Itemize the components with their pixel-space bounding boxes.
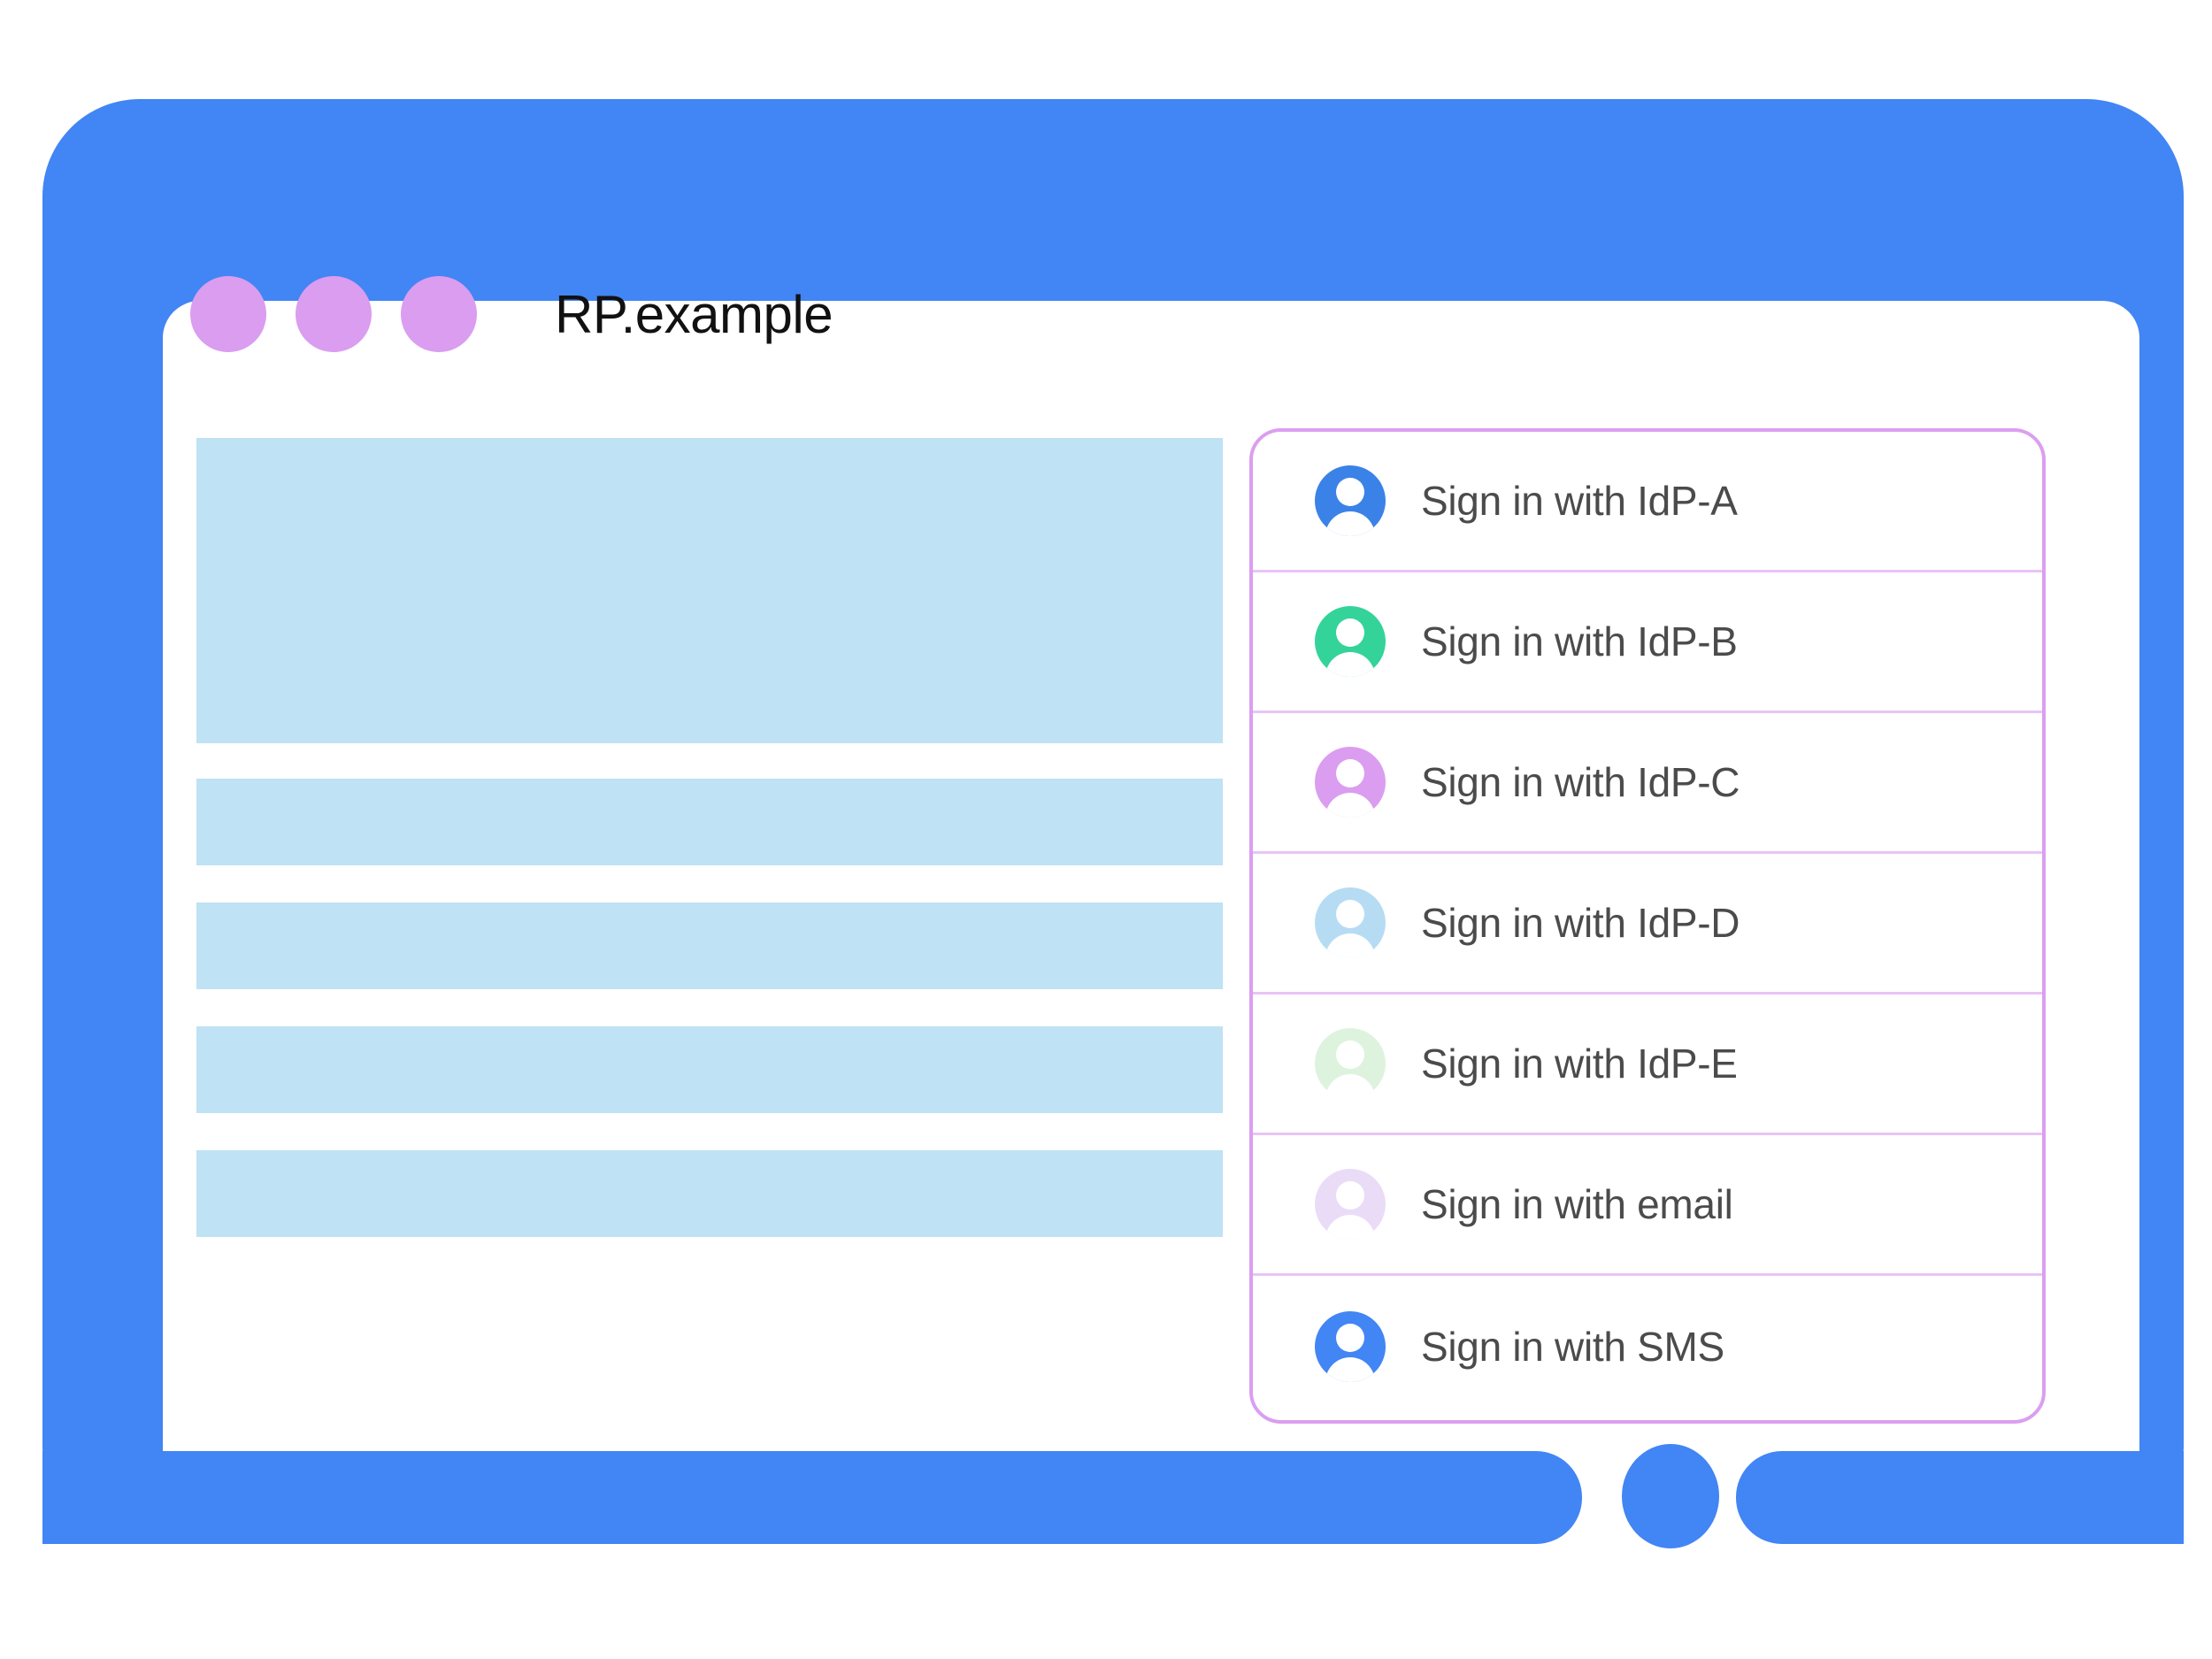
title-bar: RP.example xyxy=(190,270,833,358)
avatar-body xyxy=(1325,652,1375,677)
text-line-placeholder-1 xyxy=(196,779,1223,865)
avatar-body xyxy=(1325,1215,1375,1240)
avatar-body xyxy=(1325,933,1375,958)
account-avatar-icon xyxy=(1315,747,1386,818)
avatar-head xyxy=(1336,759,1364,787)
signin-option-row[interactable]: Sign in with IdP-D xyxy=(1253,854,2042,995)
account-avatar-icon xyxy=(1315,1310,1386,1382)
account-avatar-icon xyxy=(1315,1028,1386,1099)
window-control-dots xyxy=(190,276,506,352)
signin-option-label: Sign in with SMS xyxy=(1421,1323,1724,1370)
page-title: RP.example xyxy=(555,284,833,344)
account-avatar-icon xyxy=(1315,1169,1386,1240)
signin-option-row[interactable]: Sign in with IdP-B xyxy=(1253,572,2042,713)
avatar-body xyxy=(1325,1074,1375,1099)
home-button[interactable] xyxy=(1622,1444,1719,1548)
window-control-dot[interactable] xyxy=(190,276,266,352)
avatar-head xyxy=(1336,1181,1364,1210)
signin-option-label: Sign in with IdP-D xyxy=(1421,900,1740,946)
text-line-placeholder-4 xyxy=(196,1150,1223,1237)
signin-option-row[interactable]: Sign in with IdP-A xyxy=(1253,432,2042,572)
signin-option-row[interactable]: Sign in with IdP-C xyxy=(1253,713,2042,854)
avatar-head xyxy=(1336,478,1364,506)
avatar-body xyxy=(1325,793,1375,818)
signin-option-label: Sign in with IdP-A xyxy=(1421,478,1738,524)
bottom-bezel-right xyxy=(1736,1451,2184,1544)
signin-panel: Sign in with IdP-A Sign in with IdP-B Sign… xyxy=(1249,428,2046,1424)
avatar-head xyxy=(1336,618,1364,647)
text-line-placeholder-3 xyxy=(196,1026,1223,1113)
signin-option-row[interactable]: Sign in with email xyxy=(1253,1135,2042,1276)
avatar-body xyxy=(1325,511,1375,536)
avatar-body xyxy=(1325,1356,1375,1382)
signin-option-label: Sign in with email xyxy=(1421,1181,1733,1227)
signin-option-label: Sign in with IdP-B xyxy=(1421,618,1738,664)
hero-placeholder xyxy=(196,438,1223,743)
account-avatar-icon xyxy=(1315,887,1386,958)
signin-option-label: Sign in with IdP-E xyxy=(1421,1041,1738,1087)
avatar-head xyxy=(1336,1041,1364,1069)
text-line-placeholder-2 xyxy=(196,902,1223,989)
window-control-dot[interactable] xyxy=(401,276,477,352)
content-placeholder-area xyxy=(196,438,1223,1237)
account-avatar-icon xyxy=(1315,465,1386,536)
account-avatar-icon xyxy=(1315,606,1386,677)
signin-option-row[interactable]: Sign in with IdP-E xyxy=(1253,995,2042,1135)
bottom-bezel-left xyxy=(42,1451,1582,1544)
avatar-head xyxy=(1336,1323,1364,1352)
window-control-dot[interactable] xyxy=(296,276,372,352)
avatar-head xyxy=(1336,900,1364,928)
signin-option-row[interactable]: Sign in with SMS xyxy=(1253,1276,2042,1417)
signin-option-label: Sign in with IdP-C xyxy=(1421,759,1740,805)
